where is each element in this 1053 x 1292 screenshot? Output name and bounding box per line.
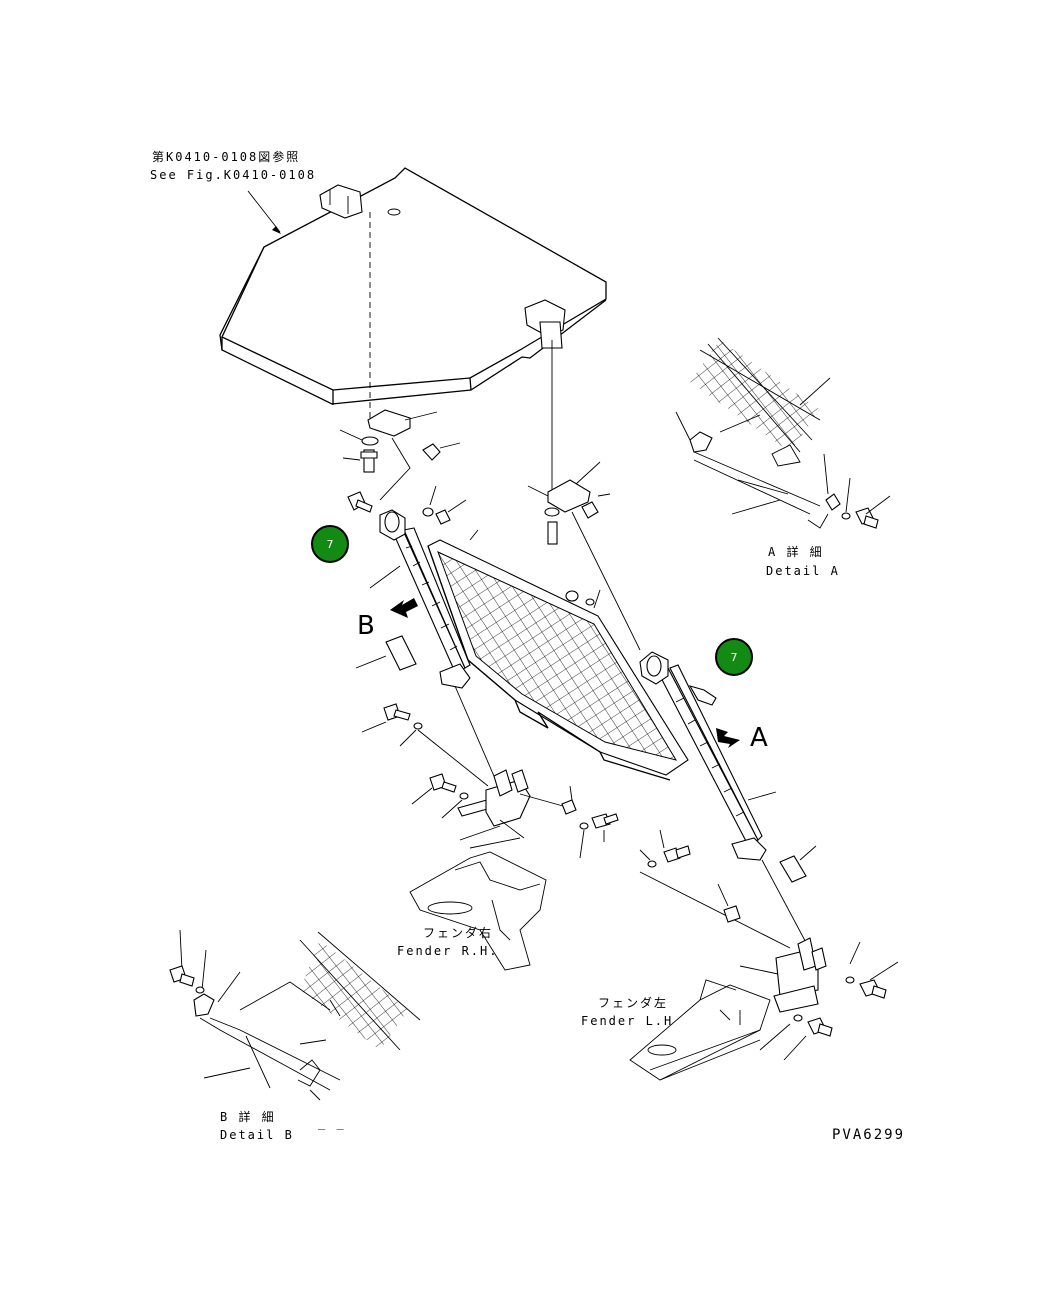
lower-right-hardware bbox=[629, 829, 899, 1081]
callout-badge-right[interactable]: 7 bbox=[715, 638, 753, 676]
detail-b-label-en: Detail B bbox=[220, 1128, 294, 1142]
view-arrows bbox=[390, 598, 740, 748]
upper-hardware bbox=[339, 409, 641, 651]
callout-badge-left[interactable]: 7 bbox=[311, 525, 349, 563]
radiator-guard bbox=[427, 529, 689, 781]
fender-rh-label-jp: フェンダ右 bbox=[423, 926, 494, 940]
top-floor-panel bbox=[219, 167, 607, 500]
detail-a-label-en: Detail A bbox=[766, 564, 840, 578]
detail-b-label-jp: B 詳 細 bbox=[220, 1110, 276, 1124]
fender-lh-label-en: Fender L.H bbox=[581, 1014, 674, 1028]
fender-rh-label-en: Fender R.H. bbox=[397, 944, 499, 958]
detail-a-label-jp: A 詳 細 bbox=[768, 545, 824, 559]
detail-a-inset bbox=[675, 337, 891, 529]
fender-lh-label-jp: フェンダ左 bbox=[598, 996, 669, 1010]
reference-label-jp: 第K0410-0108図参照 bbox=[152, 150, 301, 164]
reference-label-en: See Fig.K0410-0108 bbox=[150, 168, 317, 182]
dash-mark: _ _ bbox=[318, 1116, 346, 1130]
lower-left-hardware bbox=[355, 635, 619, 971]
view-arrow-a-label: A bbox=[750, 723, 768, 753]
left-upright-pipe bbox=[369, 509, 501, 791]
view-arrow-b-label: B bbox=[357, 611, 375, 641]
right-upright-pipe bbox=[639, 651, 817, 951]
drawing-code: PVA6299 bbox=[832, 1127, 906, 1143]
detail-b-inset bbox=[169, 929, 421, 1101]
